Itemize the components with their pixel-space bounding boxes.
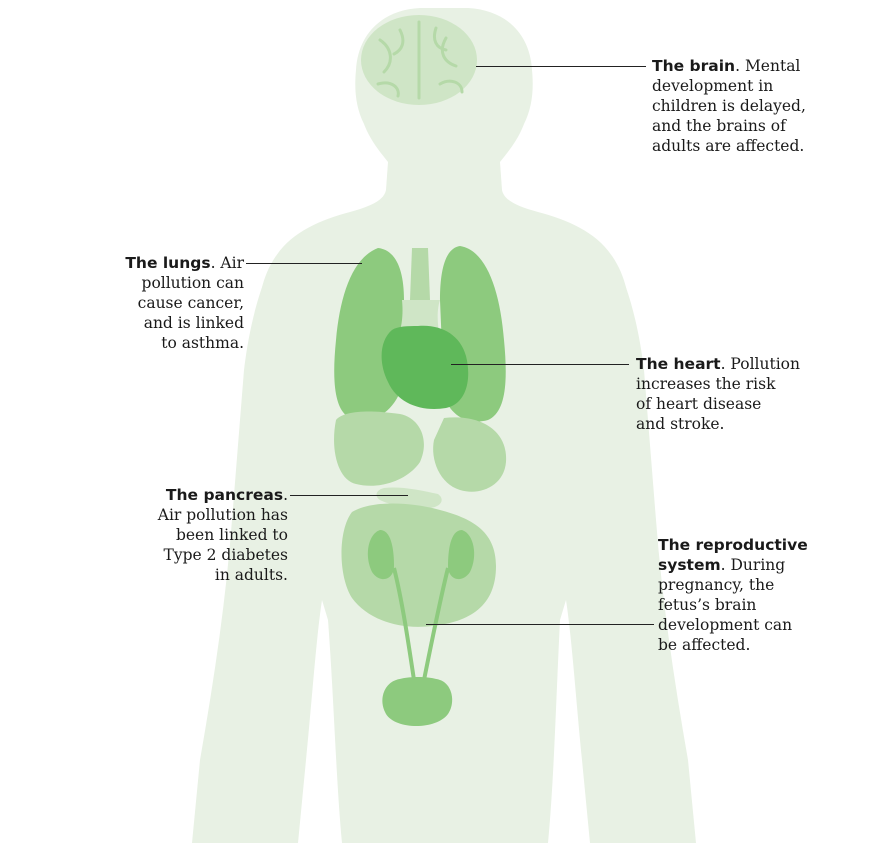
lungs-callout: The lungs. Air pollution can cause cance… [70,253,244,353]
bladder-organ [382,677,452,726]
lungs-text-line: to asthma. [161,334,244,352]
reproductive-text-line: fetus’s brain [658,596,756,614]
lungs-text-line: cause cancer, [138,294,244,312]
lungs-text-line: pollution can [142,274,244,292]
pancreas-text-line: been linked to [176,526,288,544]
reproductive-text-line: development can [658,616,792,634]
brain-text-line: and the brains of [652,117,786,135]
reproductive-text-line: pregnancy, the [658,576,774,594]
lungs-text-line: and is linked [144,314,244,332]
reproductive-callout: The reproductive system. During pregnanc… [658,535,868,655]
brain-text-line: Mental [745,57,800,75]
trachea-organ [410,248,430,300]
brain-text-line: children is delayed, [652,97,806,115]
lungs-text-line: . Air [211,254,244,272]
reproductive-leader-line [426,624,654,625]
heart-title: The heart [636,355,721,373]
reproductive-text-line: . During [721,556,786,574]
brain-text-line: adults are affected. [652,137,804,155]
pancreas-text-line: in adults. [215,566,288,584]
heart-text-line: of heart disease [636,395,761,413]
pancreas-text-line: Air pollution has [158,506,288,524]
heart-leader-line [451,364,629,365]
pancreas-text-line: . [283,486,288,504]
pancreas-leader-line [290,495,408,496]
heart-text-line: and stroke. [636,415,725,433]
lungs-title: The lungs [125,254,210,272]
brain-text-line: development in [652,77,773,95]
pancreas-title: The pancreas [166,486,283,504]
pancreas-text-line: Type 2 diabetes [164,546,288,564]
heart-text-line: . Pollution [721,355,800,373]
reproductive-title: The reproductive [658,536,808,554]
brain-leader-line [476,66,646,67]
heart-text-line: increases the risk [636,375,775,393]
reproductive-text-line: be affected. [658,636,750,654]
brain-title: The brain [652,57,735,75]
brain-organ [361,15,477,105]
brain-callout: The brain. Mental development in childre… [652,56,862,156]
heart-callout: The heart. Pollution increases the risk … [636,354,856,434]
lungs-leader-line [246,263,362,264]
pancreas-callout: The pancreas. Air pollution has been lin… [70,485,288,585]
reproductive-title-cont: system [658,556,721,574]
